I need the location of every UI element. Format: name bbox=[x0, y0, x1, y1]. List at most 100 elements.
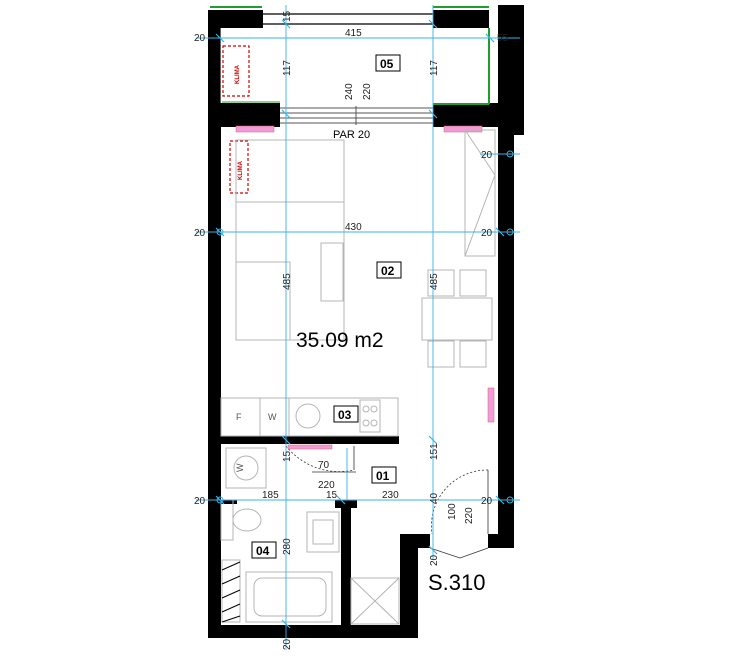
dim-240: 240 bbox=[344, 83, 355, 100]
tick-15 bbox=[281, 619, 291, 629]
door-swing-entry bbox=[431, 469, 489, 535]
dim-40: 40 bbox=[429, 492, 440, 504]
washing-machine-drum bbox=[233, 455, 259, 481]
room-04-label: 04 bbox=[256, 544, 270, 558]
tick-13 bbox=[428, 435, 438, 445]
dim-20-bottom-right: 20 bbox=[481, 496, 493, 507]
dim-220-bath-door: 220 bbox=[318, 480, 335, 491]
dim-220-entry: 220 bbox=[464, 507, 475, 524]
bed-blanket bbox=[235, 261, 291, 341]
wall-kitchen-partition bbox=[221, 436, 399, 444]
dim-230: 230 bbox=[382, 490, 399, 501]
balcony-frame bbox=[219, 13, 433, 104]
dining-table bbox=[421, 297, 493, 341]
dim-220-window: 220 bbox=[362, 83, 373, 100]
hatch-2 bbox=[221, 575, 241, 585]
window-marker-side bbox=[487, 387, 495, 423]
wall-right bbox=[498, 130, 514, 548]
tick-2 bbox=[485, 33, 495, 43]
klima-unit-room: KLIMA bbox=[229, 140, 249, 194]
dim-15-bath: 15 bbox=[326, 490, 338, 501]
dim-circle-2 bbox=[506, 228, 514, 236]
dim-280: 280 bbox=[282, 538, 293, 555]
hob-ring-4 bbox=[370, 419, 378, 427]
wall-entry-left bbox=[400, 534, 418, 638]
wall-entry-top bbox=[400, 534, 430, 548]
glazing bbox=[280, 106, 433, 125]
bath-shelf bbox=[221, 559, 241, 623]
hatch-5 bbox=[221, 615, 241, 623]
room-01-box bbox=[371, 466, 397, 484]
door-entry-outer bbox=[429, 547, 489, 559]
dim-485-right: 485 bbox=[429, 273, 440, 290]
dim-485-left: 485 bbox=[282, 273, 293, 290]
wall-entry-right bbox=[488, 534, 514, 548]
tick-14 bbox=[428, 545, 438, 555]
wall-divider-left bbox=[208, 103, 280, 127]
tick-5 bbox=[215, 495, 225, 505]
dim-circle-4 bbox=[216, 228, 224, 236]
washing-machine bbox=[225, 447, 267, 489]
wall-balcony-top-left bbox=[208, 10, 263, 28]
dim-430: 430 bbox=[345, 222, 362, 233]
toilet-bowl bbox=[232, 508, 262, 532]
hatch-1 bbox=[221, 561, 241, 571]
dim-55: 55 bbox=[497, 33, 509, 44]
door-marker-kitchen bbox=[287, 444, 333, 450]
hob-ring-2 bbox=[370, 405, 378, 413]
bed-pillow-area bbox=[235, 139, 345, 203]
wm-label: W bbox=[235, 463, 245, 472]
tick-12 bbox=[281, 435, 291, 445]
dim-117-right: 117 bbox=[429, 60, 440, 76]
room-01-label: 01 bbox=[376, 469, 390, 483]
tick-7 bbox=[495, 495, 505, 505]
washbasin-bowl bbox=[312, 519, 334, 545]
dim-415: 415 bbox=[345, 28, 362, 39]
dim-circle-3 bbox=[506, 496, 514, 504]
dimension-circles bbox=[216, 150, 514, 504]
room-03-label: 03 bbox=[338, 408, 352, 422]
wall-bath-right bbox=[341, 500, 351, 625]
hatch-4 bbox=[221, 603, 241, 613]
klima-label-room: KLIMA bbox=[238, 160, 244, 180]
toilet-tank bbox=[220, 499, 234, 541]
window-marker-right bbox=[443, 125, 483, 133]
wall-balcony-left bbox=[208, 28, 220, 126]
entry-storage bbox=[350, 577, 400, 625]
balcony-green-edges bbox=[210, 6, 490, 105]
dim-15-top: 15 bbox=[282, 10, 293, 22]
dim-20-top: 20 bbox=[194, 33, 206, 44]
wall-bath-top-right bbox=[335, 500, 357, 508]
chair-bottom-right bbox=[459, 340, 487, 368]
tick-8 bbox=[281, 19, 291, 29]
room-03-box bbox=[333, 405, 359, 423]
chair-bottom-left bbox=[427, 340, 455, 368]
window-label: PAR 20 bbox=[333, 129, 370, 141]
dimension-ticks bbox=[215, 19, 505, 629]
klima-unit-balcony: KLIMA bbox=[222, 45, 250, 97]
wall-divider-right bbox=[433, 103, 498, 127]
dim-20-mid-right: 20 bbox=[481, 228, 493, 239]
tick-11 bbox=[428, 109, 438, 119]
hob-ring-3 bbox=[362, 419, 370, 427]
room-05-label: 05 bbox=[380, 57, 394, 71]
dim-151: 151 bbox=[429, 443, 440, 460]
hob-ring-1 bbox=[362, 405, 370, 413]
dimension-lines bbox=[196, 5, 520, 650]
wall-bottom bbox=[208, 625, 418, 638]
wardrobe bbox=[464, 129, 496, 257]
room-04-box bbox=[251, 541, 277, 559]
entry-storage-cross-2 bbox=[350, 577, 400, 625]
door-swing-bath bbox=[285, 445, 355, 472]
tick-3 bbox=[215, 227, 225, 237]
tick-6 bbox=[336, 495, 346, 505]
bath-shelf-hatch bbox=[221, 561, 241, 623]
hatch-3 bbox=[221, 589, 241, 599]
wall-left bbox=[208, 126, 221, 638]
klima-label-balcony: KLIMA bbox=[235, 64, 241, 84]
furniture bbox=[220, 129, 496, 625]
hob bbox=[359, 399, 381, 433]
dim-100: 100 bbox=[447, 503, 458, 520]
wall-bath-top-left bbox=[221, 500, 237, 504]
